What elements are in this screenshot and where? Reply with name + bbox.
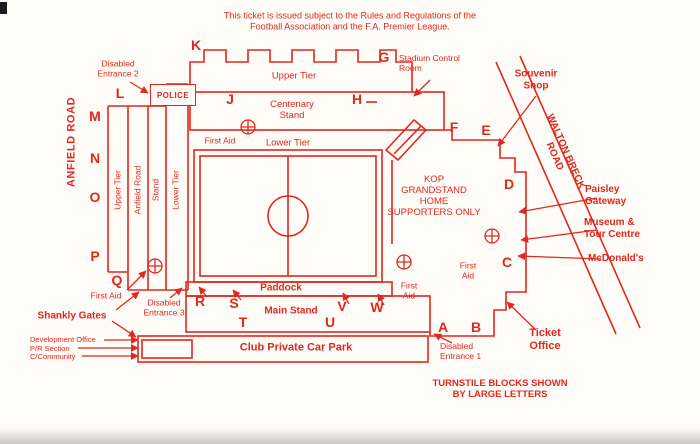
arrow-paisley-gateway xyxy=(518,197,598,215)
arrow-disabled-entrance-3 xyxy=(169,287,183,299)
left-lower-tier-label: Lower Tier xyxy=(170,170,181,210)
arrow-shankly-gates xyxy=(115,291,140,311)
first-aid-icon xyxy=(147,258,163,274)
mcdonalds-label: McDonald's xyxy=(588,253,644,264)
arrow-museum-tour-centre xyxy=(520,229,598,243)
main-stand-label: Main Stand xyxy=(264,305,318,317)
scan-shadow xyxy=(0,428,700,444)
arrow-ticket-office xyxy=(506,301,537,331)
arrow-block-s xyxy=(232,289,242,301)
block-C: C xyxy=(501,254,513,270)
block-D: D xyxy=(503,176,515,192)
block-L: L xyxy=(115,85,125,101)
block-M: M xyxy=(89,108,101,124)
block-Q: Q xyxy=(111,272,123,288)
arrow-mcdonalds xyxy=(517,252,602,261)
paisley-gateway-label: Paisley Gateway xyxy=(585,184,627,207)
arrow-shankly-gates-2 xyxy=(111,320,137,338)
lower-tier-label: Lower Tier xyxy=(265,137,311,149)
first-aid-label-kop: First Aid xyxy=(459,260,477,280)
block-U: U xyxy=(324,314,336,330)
development-office-label: Development Office xyxy=(30,335,96,344)
kop-ramp-hatch xyxy=(384,118,428,162)
upper-tier-label: Upper Tier xyxy=(271,70,317,82)
scan-artifact-mark xyxy=(0,2,7,14)
block-A: A xyxy=(437,319,449,335)
left-anfield-road-label: Anfield Road xyxy=(132,165,143,215)
arrow-disabled-entrance-2 xyxy=(129,81,149,94)
centenary-stand-label: Centenary Stand xyxy=(270,99,314,121)
car-park-label: Club Private Car Park xyxy=(239,341,353,354)
shankly-gates-label: Shankly Gates xyxy=(37,310,107,322)
block-H: H xyxy=(351,91,363,107)
arrow-disabled-entrance-1 xyxy=(433,333,453,344)
anfield-road-label: ANFIELD ROAD xyxy=(65,96,78,188)
block-E: E xyxy=(481,122,491,138)
first-aid-icons xyxy=(147,119,500,274)
block-N: N xyxy=(89,150,101,166)
disclaimer-line-2: Football Association and the F.A. Premie… xyxy=(250,21,450,31)
pitch xyxy=(193,149,383,283)
kop-outline xyxy=(429,129,527,337)
arrow-block-r xyxy=(198,286,208,298)
disabled-entrance-1-label: Disabled Entrance 1 xyxy=(440,341,482,361)
centre-circle xyxy=(267,195,309,237)
first-aid-label-bottom-left: First Aid xyxy=(90,290,122,301)
main-stand-outline xyxy=(185,295,431,333)
centenary-stand-outline xyxy=(189,91,445,131)
rules-disclaimer: This ticket is issued subject to the Rul… xyxy=(224,11,476,32)
police-label: POLICE xyxy=(156,90,190,100)
police-box: POLICE xyxy=(150,84,196,106)
upper-tier-crenellated-outline xyxy=(189,49,413,92)
ticket-office-label: Ticket Office xyxy=(529,327,561,352)
pointer-arrows xyxy=(78,79,602,360)
arrow-first-aid-q xyxy=(126,270,147,291)
arrow-souvenir-shop xyxy=(497,95,537,147)
paddock-label: Paddock xyxy=(260,282,302,294)
c-community-label: C/Community xyxy=(30,352,76,361)
turnstile-note: TURNSTILE BLOCKS SHOWN BY LARGE LETTERS xyxy=(432,378,568,400)
block-T: T xyxy=(238,314,248,330)
first-aid-icon xyxy=(484,228,500,244)
kop-label: KOP GRANDSTAND HOME SUPPORTERS ONLY xyxy=(387,174,481,218)
left-upper-tier-label: Upper Tier xyxy=(112,170,123,210)
block-B: B xyxy=(470,319,482,335)
block-G: G xyxy=(378,49,390,65)
arrow-block-w xyxy=(377,293,385,306)
block-O: O xyxy=(89,189,101,205)
block-W: W xyxy=(370,299,384,315)
left-stand-label: Stand xyxy=(150,178,161,202)
first-aid-label-main-stand: First Aid xyxy=(400,280,418,300)
disclaimer-line-1: This ticket is issued subject to the Rul… xyxy=(223,10,477,21)
first-aid-icon xyxy=(240,119,256,135)
pr-section-label: P/R Section xyxy=(30,343,70,353)
block-K: K xyxy=(190,37,202,53)
disabled-entrance-2-label: Disabled Entrance 2 xyxy=(97,58,139,78)
block-V: V xyxy=(337,298,347,314)
car-park-office-box xyxy=(141,339,193,359)
block-F: F xyxy=(449,119,459,135)
block-S: S xyxy=(229,295,239,311)
block-J: J xyxy=(226,91,234,107)
block-R: R xyxy=(194,293,206,309)
block-P: P xyxy=(90,248,100,264)
first-aid-label-top: First Aid xyxy=(204,135,236,146)
arrow-block-v xyxy=(342,292,350,305)
souvenir-shop-label: Souvenir Shop xyxy=(514,68,558,92)
walton-breck-road-lines xyxy=(495,55,641,335)
museum-tour-centre-label: Museum & Tour Centre xyxy=(584,217,640,240)
stadium-control-room-label: Stadium Control Room xyxy=(399,53,460,73)
disabled-entrance-3-label: Disabled Entrance 3 xyxy=(143,297,185,317)
first-aid-icon xyxy=(396,254,412,270)
arrow-stadium-control-room xyxy=(413,79,431,97)
